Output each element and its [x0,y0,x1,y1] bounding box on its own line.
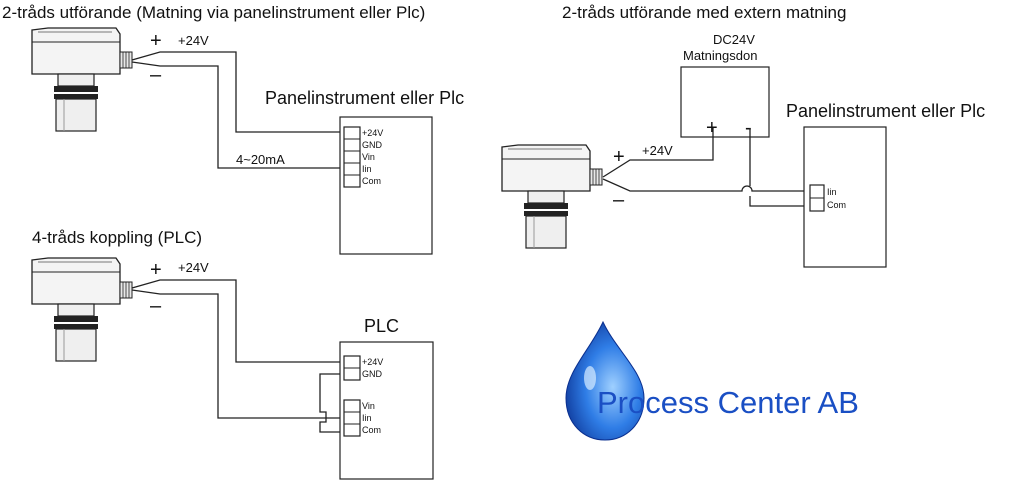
ultrasonic-sensor-icon [31,257,133,362]
terminal-label: Com [827,200,846,210]
diagram1-title: 2-tråds utförande (Matning via panelinst… [2,3,425,22]
terminal-block: Iin Com [809,184,846,212]
diagram-4-wire-plc: 4-tråds koppling (PLC) + – +24V PLC +24V… [31,228,434,480]
diagram3-title: 4-tråds koppling (PLC) [32,228,202,247]
psu-minus: - [745,117,752,139]
signal-label: 4~20mA [236,152,285,167]
psu-title-line2: Matningsdon [683,48,757,63]
terminal-label: GND [362,140,383,150]
psu-title-line1: DC24V [713,32,755,47]
wire-negative [749,128,814,207]
terminal-block-signal: Vin Iin Com [343,399,381,437]
wire-signal [131,61,344,169]
terminal-block-power: +24V GND [343,355,383,381]
wire-signal [602,178,814,192]
power-supply-box [680,66,770,138]
wire-positive [131,279,344,363]
terminal-label: Iin [362,413,372,423]
plc-title: PLC [364,316,399,336]
wire-positive [602,128,714,178]
plus-sign: + [150,259,162,281]
terminal-label: Iin [827,187,837,197]
company-logo: Process Center AB [565,320,859,441]
water-drop-icon [565,320,645,441]
diagram-2-wire-panel: 2-tråds utförande (Matning via panelinst… [2,3,464,255]
diagram-2-wire-external-supply: 2-tråds utförande med extern matning DC2… [501,3,985,268]
terminal-label: GND [362,369,383,379]
supply-label: +24V [178,33,209,48]
jumper-wire [319,373,344,433]
terminal-label: Com [362,176,381,186]
wire-positive [131,51,344,133]
minus-sign: – [150,64,162,86]
terminal-label: +24V [362,357,383,367]
terminal-label: Vin [362,401,375,411]
psu-plus: + [706,117,718,139]
terminal-label: Iin [362,164,372,174]
logo-text: Process Center AB [597,385,859,420]
ultrasonic-sensor-icon [501,144,603,249]
supply-label: +24V [178,260,209,275]
wire-signal [131,289,344,419]
diagram2-title: 2-tråds utförande med extern matning [562,3,846,22]
panel-title: Panelinstrument eller Plc [265,88,464,108]
terminal-label: Vin [362,152,375,162]
panel-title: Panelinstrument eller Plc [786,101,985,121]
ultrasonic-sensor-icon [31,27,133,132]
plus-sign: + [613,146,625,168]
terminal-label: +24V [362,128,383,138]
terminal-label: Com [362,425,381,435]
terminal-block: +24V GND Vin Iin Com [343,126,383,188]
supply-label: +24V [642,143,673,158]
minus-sign: – [150,295,162,317]
plus-sign: + [150,30,162,52]
minus-sign: – [613,189,625,211]
